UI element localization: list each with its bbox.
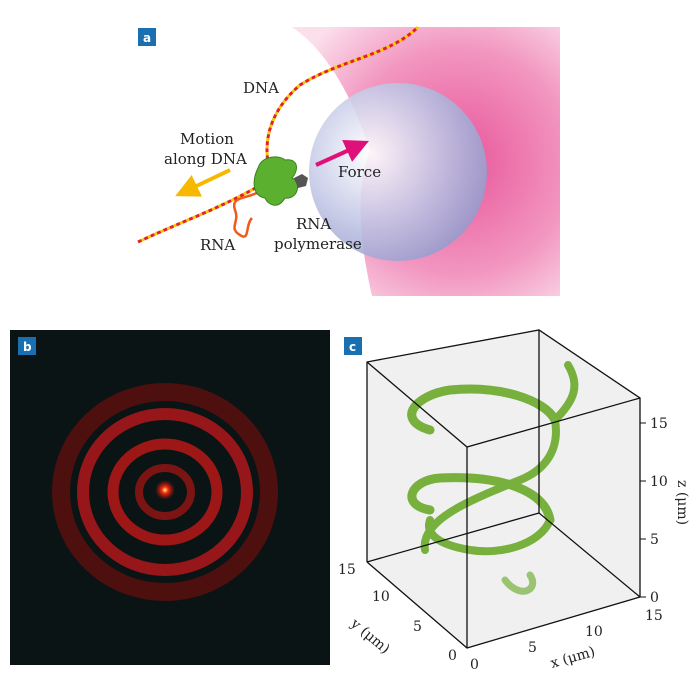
central-spot — [155, 480, 175, 500]
y-tick-0: 0 — [448, 648, 457, 664]
z-axis-label: z (μm) — [674, 480, 690, 525]
z-tick-0: 0 — [650, 590, 659, 606]
dna-strand-2 — [137, 25, 420, 244]
motion-label-1: Motion — [180, 130, 234, 148]
x-tick-15: 15 — [645, 608, 663, 624]
z-tick-5: 5 — [650, 532, 659, 548]
bead-linker — [294, 174, 308, 188]
panel-b-label-box — [18, 337, 36, 355]
x-axis-label: x (μm) — [549, 644, 597, 672]
trapped-bead — [309, 83, 487, 261]
panel-c: 0 5 10 15 z (μm) 15 10 5 0 y (μm) 0 5 10… — [338, 329, 690, 673]
polymerase-label-2: polymerase — [274, 235, 362, 253]
z-tick-15: 15 — [650, 416, 668, 432]
panel-a-letter: a — [143, 31, 151, 45]
x-tick-5: 5 — [528, 640, 537, 656]
dna-label: DNA — [243, 79, 279, 97]
cube-edges — [366, 329, 641, 649]
panel-a: DNA Motion along DNA Force RNA RNA polym… — [137, 25, 560, 296]
panel-c-letter: c — [349, 340, 356, 354]
x-tick-0: 0 — [470, 657, 479, 673]
ring-4 — [135, 464, 195, 520]
panel-c-label-box — [344, 337, 362, 355]
ring-2 — [77, 408, 253, 576]
motion-label-2: along DNA — [164, 150, 247, 168]
y-axis-label: y (μm) — [347, 615, 393, 657]
force-arrow — [315, 140, 369, 167]
panel-b: b — [10, 330, 330, 665]
rna-polymerase — [253, 156, 299, 206]
dna-strand — [137, 25, 420, 244]
rna-strand — [232, 188, 263, 238]
y-tick-15: 15 — [338, 562, 356, 578]
force-label: Force — [338, 163, 381, 181]
z-tick-10: 10 — [650, 474, 668, 490]
y-tick-10: 10 — [372, 589, 390, 605]
helix-structure — [407, 361, 579, 595]
y-tick-5: 5 — [413, 619, 422, 635]
outer-ring — [52, 383, 278, 601]
panel-a-label-box — [138, 28, 156, 46]
z-axis-ticks — [640, 422, 646, 598]
rna-label: RNA — [200, 236, 235, 254]
motion-arrow — [175, 168, 231, 197]
ring-3 — [107, 438, 223, 546]
panel-b-letter: b — [23, 340, 32, 354]
x-tick-10: 10 — [585, 624, 603, 640]
polymerase-label-1: RNA — [296, 215, 331, 233]
